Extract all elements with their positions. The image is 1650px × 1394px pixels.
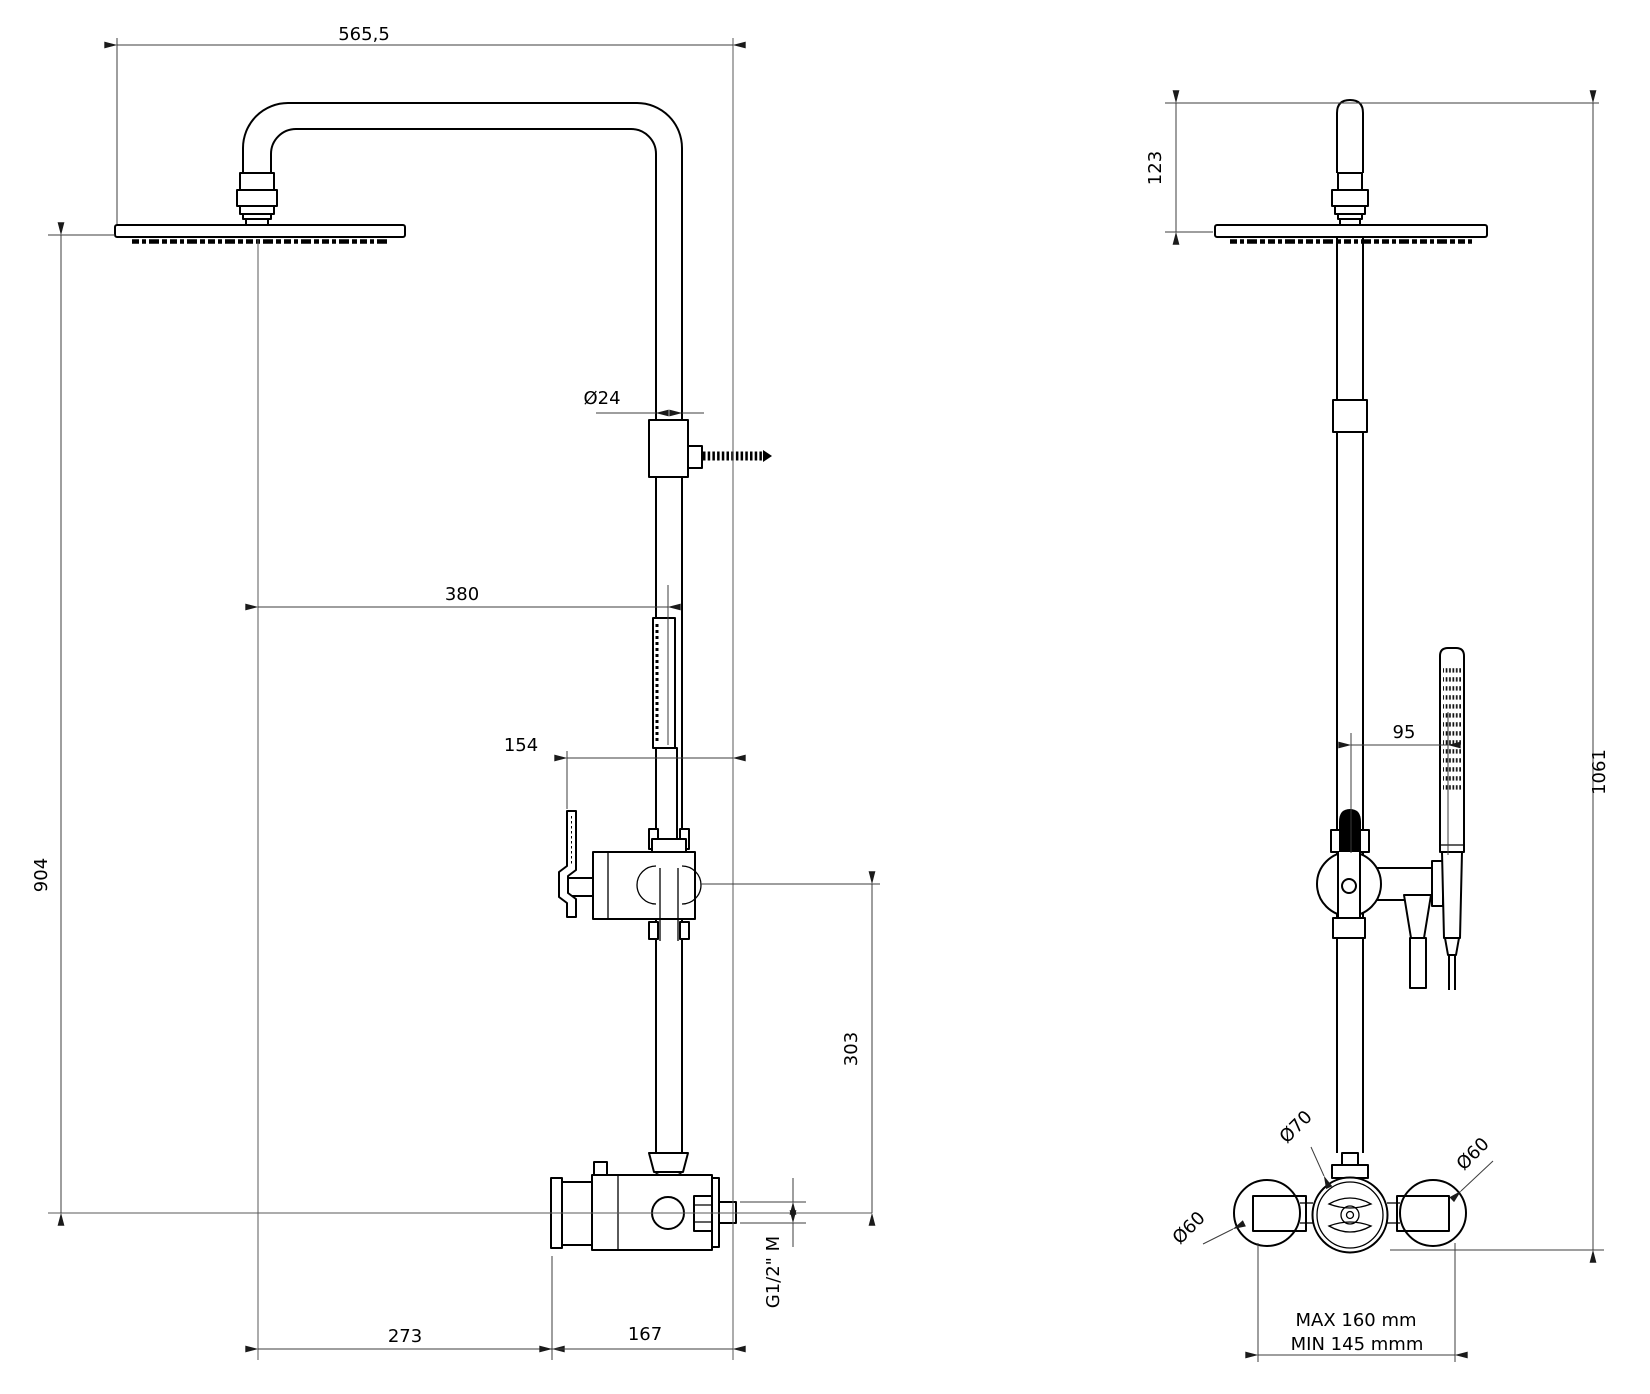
dim-label-max: MAX 160 mm — [1295, 1310, 1416, 1331]
wall-bracket — [648, 419, 703, 478]
riser-pipe-front — [1336, 237, 1364, 1153]
hose-stub — [1409, 937, 1427, 989]
valve-knob-right — [1399, 1179, 1467, 1247]
dim-top-width: 565,5 — [104, 24, 746, 224]
mixer-valve-side — [550, 1152, 737, 1251]
valve-knob-left — [1233, 1179, 1301, 1247]
dim-label-154: 154 — [504, 735, 538, 756]
shower-arm — [242, 102, 683, 174]
dim-label-565-5: 565,5 — [338, 24, 390, 45]
dim-label-167: 167 — [628, 1324, 662, 1345]
diverter-handle — [558, 810, 577, 918]
mixer-valve-front — [1233, 1152, 1467, 1254]
dim-label-1061: 1061 — [1589, 749, 1610, 795]
hand-shower-handle — [1441, 851, 1463, 939]
dim-inlet-spacing: MAX 160 mm MIN 145 mmm — [1245, 1243, 1468, 1362]
valve-union-nut — [648, 1152, 689, 1173]
dim-arm-height: 123 — [1145, 90, 1599, 245]
dim-bottom-offsets: 273 167 — [245, 1256, 746, 1360]
label-knob-left: Ø60 — [1169, 1208, 1246, 1249]
dimensions: 565,5 Ø24 380 154 904 — [31, 24, 1610, 1362]
label-knob-right: Ø60 — [1449, 1134, 1494, 1203]
label-wheel-diameter: Ø70 — [1276, 1107, 1333, 1189]
diverter-handle-stem — [567, 877, 594, 897]
arm-connector-nuts — [236, 172, 278, 226]
dim-label-380: 380 — [445, 584, 479, 605]
shower-head-front — [1214, 224, 1488, 244]
dim-outlet-thread: G1/2" M — [740, 1178, 806, 1308]
dim-label-303: 303 — [841, 1032, 862, 1066]
holder-assembly-front — [1316, 808, 1444, 989]
hose-outlet-cone — [1403, 894, 1432, 939]
diverter-assembly — [558, 810, 702, 941]
dim-label-g12m: G1/2" M — [763, 1236, 784, 1308]
hand-shower-side — [652, 617, 678, 853]
diverter-collar — [651, 838, 687, 853]
dim-label-95: 95 — [1393, 722, 1416, 743]
shower-arm-front — [1331, 99, 1369, 226]
dim-label-min: MIN 145 mmm — [1291, 1334, 1424, 1355]
front-view — [1214, 99, 1488, 1254]
hand-shower-spray-grid — [1443, 666, 1461, 790]
dim-head-offset: 380 — [245, 584, 681, 745]
wall-screw — [703, 450, 772, 462]
dim-pipe-diameter: Ø24 — [583, 388, 704, 417]
dim-total-height: 1061 — [1390, 90, 1610, 1263]
dim-label-d24: Ø24 — [583, 388, 620, 409]
hand-shower-front — [1439, 647, 1465, 990]
dim-label-d60-right: Ø60 — [1453, 1134, 1494, 1175]
side-view — [114, 102, 772, 1251]
diverter-ball — [636, 865, 657, 905]
pipe-union — [1332, 399, 1368, 433]
dim-diverter-to-valve: 303 — [700, 871, 880, 1226]
dim-head-height: 904 — [31, 222, 115, 1226]
dim-label-904: 904 — [31, 858, 52, 892]
dim-label-d60-left: Ø60 — [1169, 1208, 1210, 1249]
valve-top-knob — [593, 1161, 608, 1176]
shower-head — [114, 224, 406, 244]
holder-clip — [1339, 808, 1361, 853]
dim-label-273: 273 — [388, 1326, 422, 1347]
dim-handle-to-wall: 154 — [504, 735, 746, 809]
dim-label-123: 123 — [1145, 151, 1166, 185]
dim-label-d70: Ø70 — [1276, 1107, 1317, 1148]
valve-control-wheel — [1311, 1176, 1389, 1254]
dim-handshower-offset: 95 — [1338, 712, 1461, 855]
